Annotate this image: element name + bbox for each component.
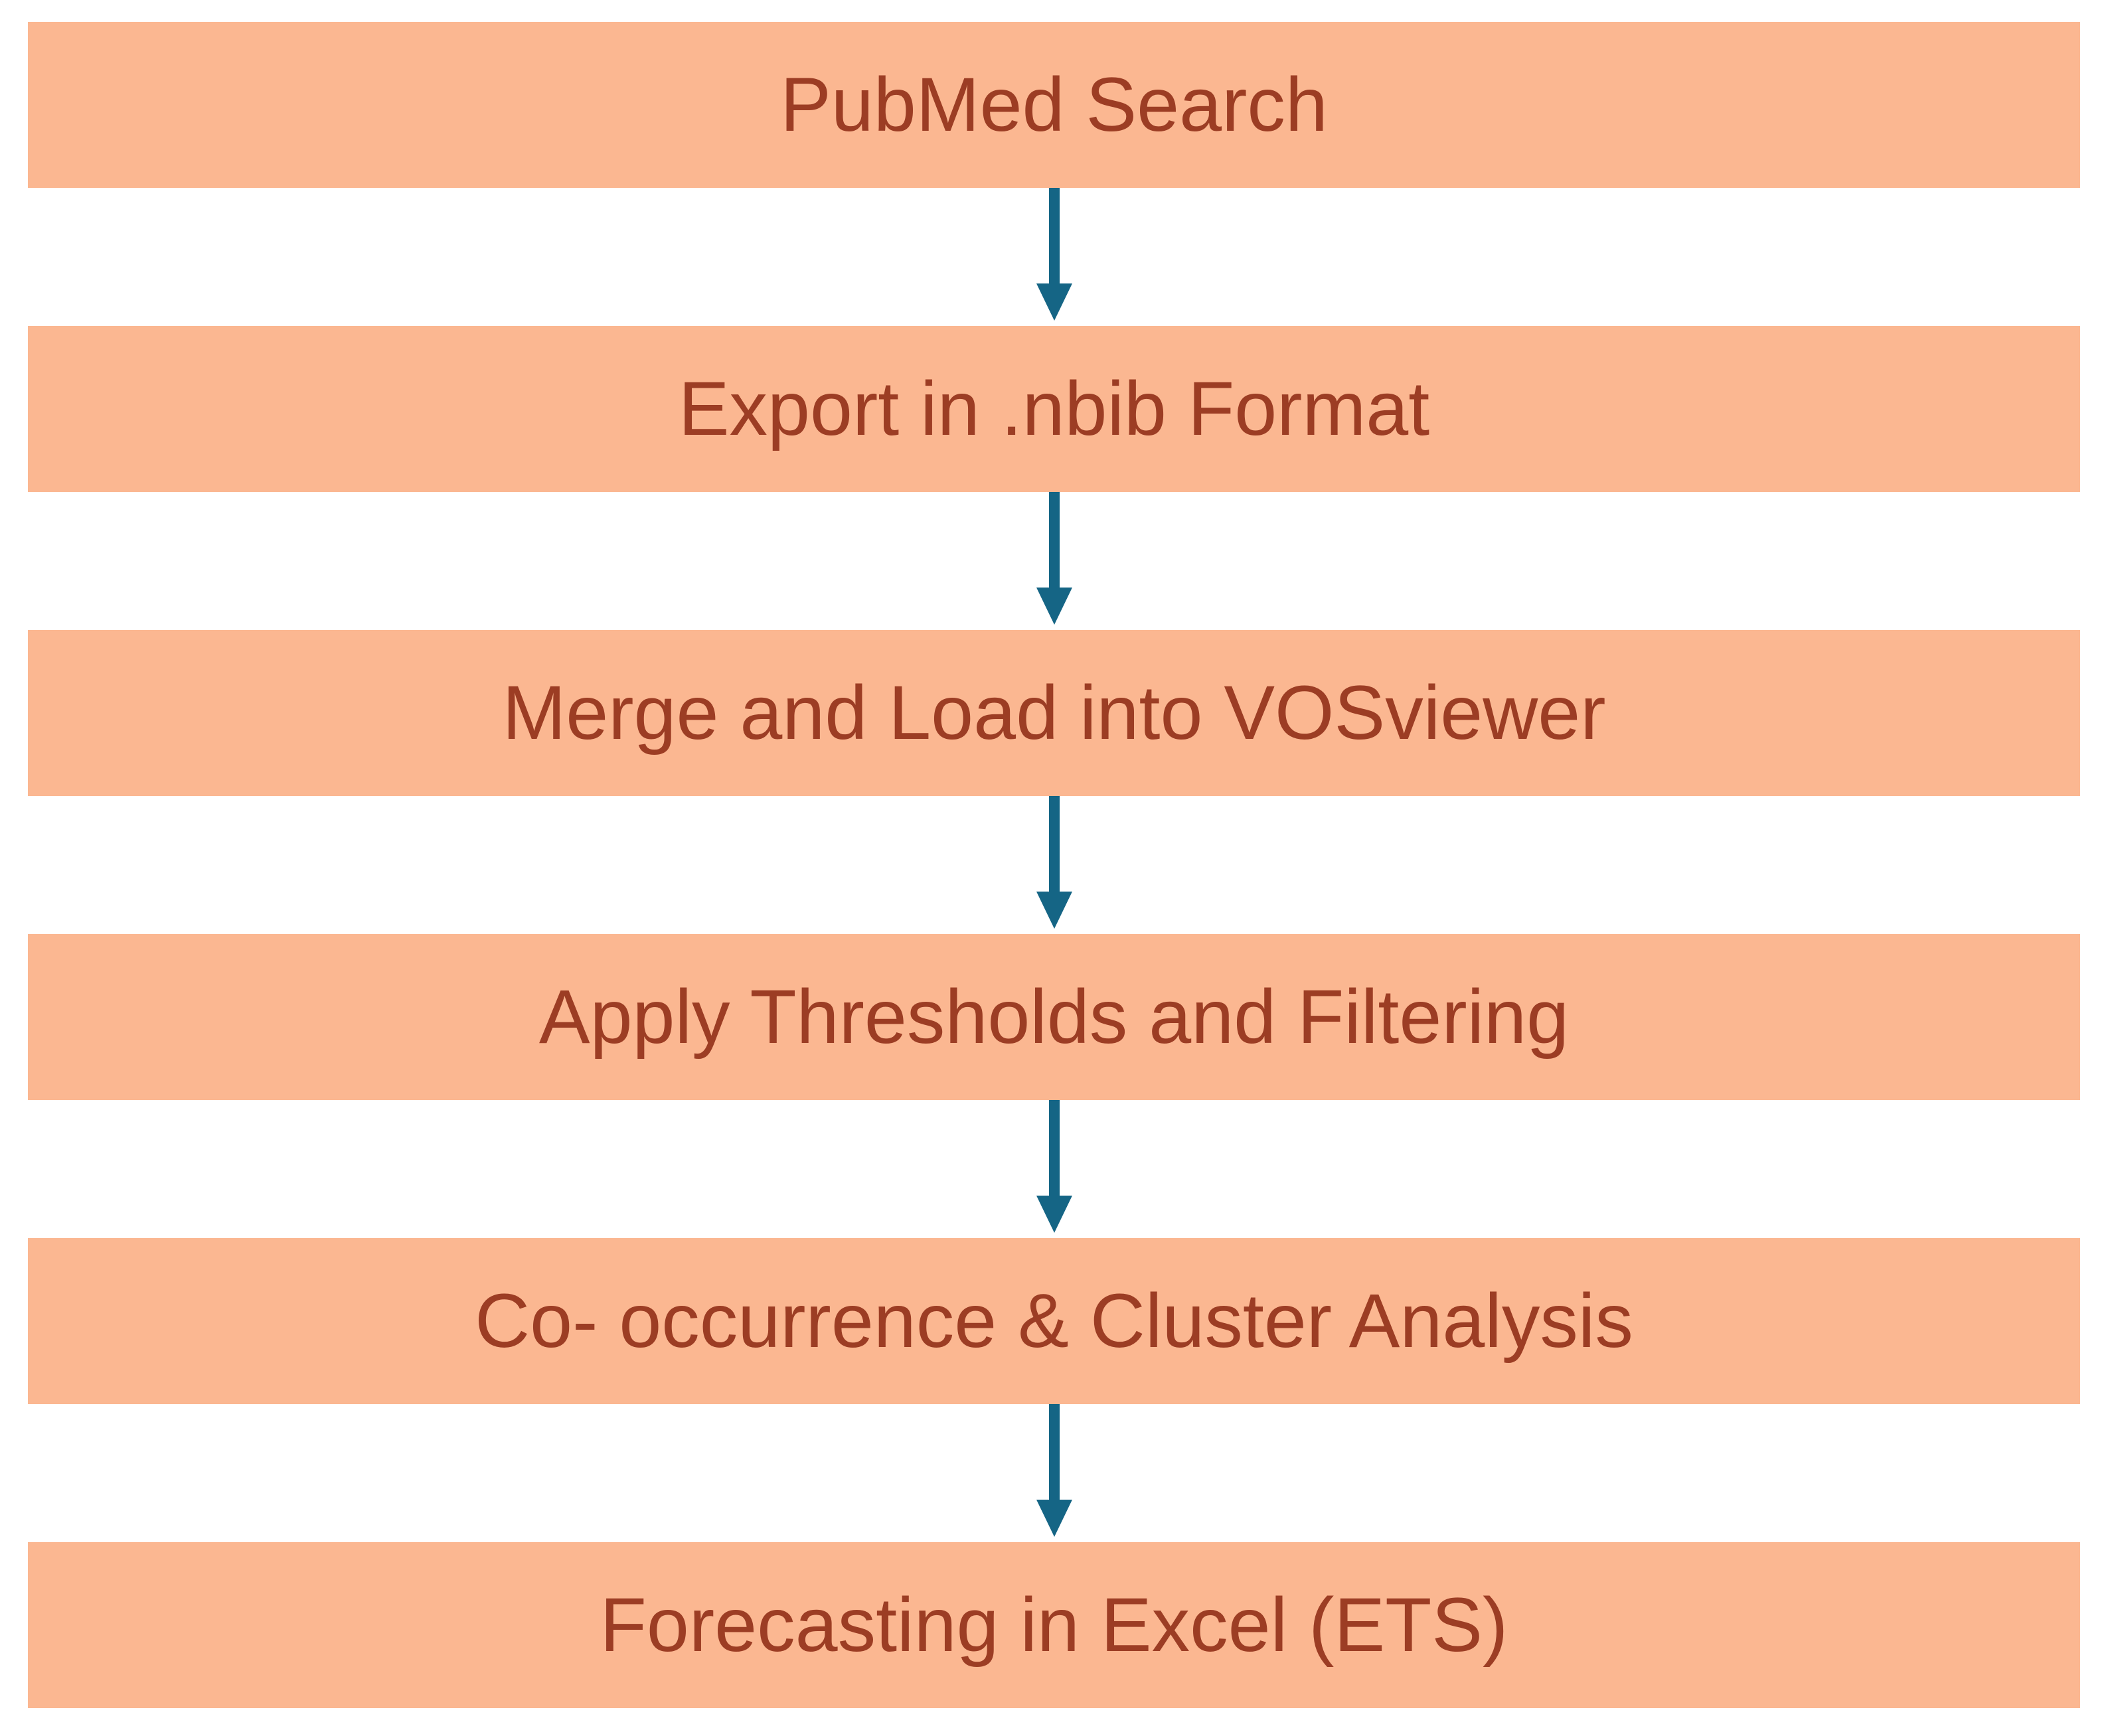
arrow-head	[1036, 283, 1072, 321]
down-arrow-icon	[1036, 492, 1072, 625]
step-box-pubmed-search: PubMed Search	[28, 22, 2080, 188]
arrow-shaft	[1048, 188, 1060, 283]
down-arrow-icon	[1036, 796, 1072, 929]
flow-connector	[28, 796, 2080, 934]
flow-connector	[28, 188, 2080, 326]
down-arrow-icon	[1036, 1100, 1072, 1233]
step-label: Co- occurrence & Cluster Analysis	[475, 1278, 1633, 1364]
flow-connector	[28, 1100, 2080, 1238]
step-label: Apply Thresholds and Filtering	[538, 974, 1570, 1060]
step-box-apply-thresholds: Apply Thresholds and Filtering	[28, 934, 2080, 1100]
arrow-head	[1036, 588, 1072, 625]
step-label: Forecasting in Excel (ETS)	[600, 1582, 1508, 1668]
step-box-cooccurrence-cluster: Co- occurrence & Cluster Analysis	[28, 1238, 2080, 1404]
down-arrow-icon	[1036, 188, 1072, 321]
arrow-head	[1036, 1500, 1072, 1537]
arrow-head	[1036, 1196, 1072, 1233]
step-box-merge-load-vosviewer: Merge and Load into VOSviewer	[28, 630, 2080, 796]
arrow-shaft	[1048, 796, 1060, 892]
step-label: Merge and Load into VOSviewer	[502, 670, 1606, 755]
arrow-shaft	[1048, 492, 1060, 588]
arrow-shaft	[1048, 1404, 1060, 1500]
step-box-export-nbib: Export in .nbib Format	[28, 326, 2080, 492]
step-box-forecasting-excel: Forecasting in Excel (ETS)	[28, 1542, 2080, 1708]
flow-connector	[28, 1404, 2080, 1542]
down-arrow-icon	[1036, 1404, 1072, 1537]
arrow-head	[1036, 892, 1072, 929]
step-label: Export in .nbib Format	[678, 366, 1430, 451]
flow-connector	[28, 492, 2080, 630]
arrow-shaft	[1048, 1100, 1060, 1196]
step-label: PubMed Search	[780, 62, 1328, 147]
